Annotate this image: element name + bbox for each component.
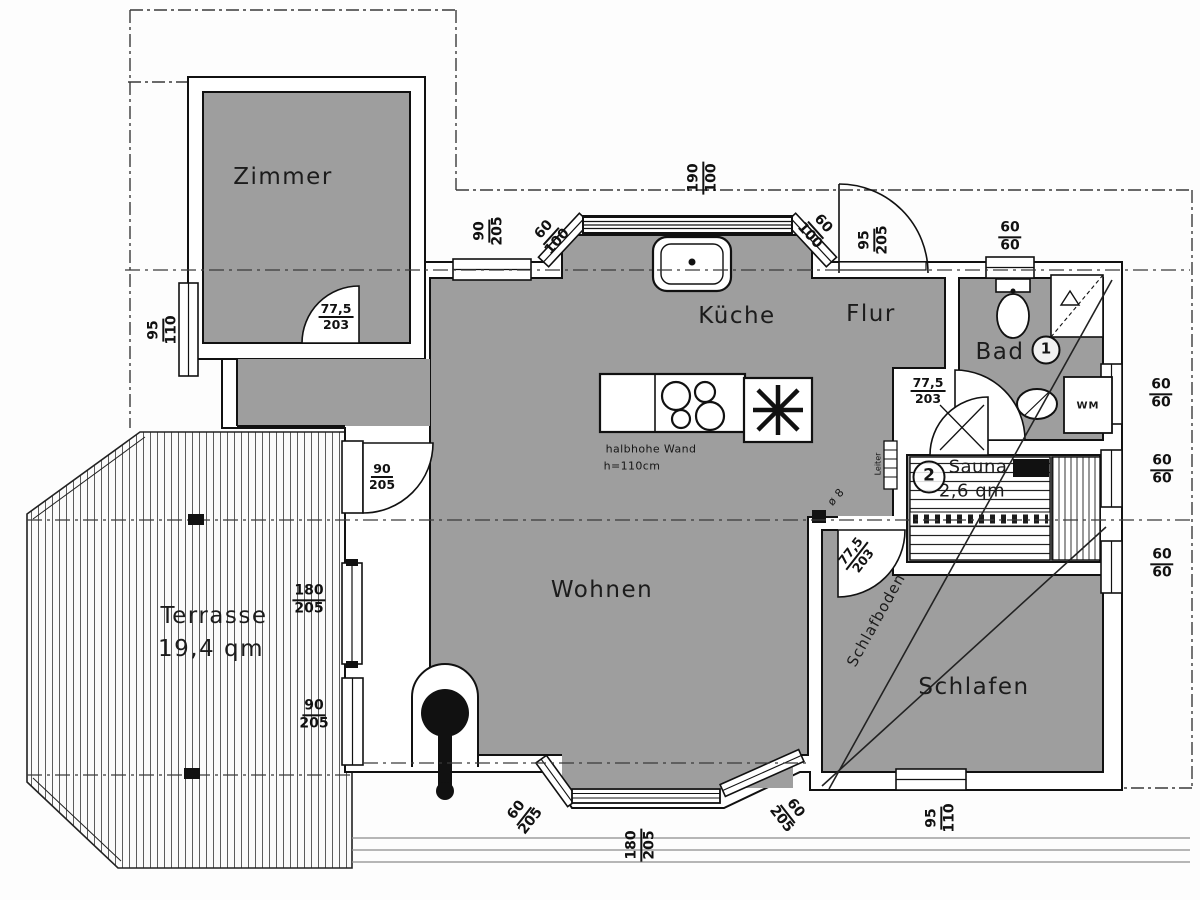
openings	[178, 183, 1123, 808]
floor-zimmer	[202, 91, 411, 344]
leiter-label: Leiter	[873, 452, 883, 476]
shower-tray	[1050, 274, 1104, 338]
floor-nook	[237, 359, 430, 426]
deck-strip	[352, 837, 1190, 863]
room-label-wohnen: Wohnen	[550, 577, 654, 603]
cooktop-burner	[693, 380, 717, 404]
shower-icon	[1059, 289, 1081, 306]
stove-star-icon	[753, 385, 803, 435]
fixtures	[411, 235, 1113, 800]
cooktop-burner	[694, 400, 726, 432]
ladder-icon	[883, 440, 898, 490]
washing-machine-label: WM	[1076, 400, 1100, 412]
sauna-stove	[1013, 459, 1049, 477]
terrasse-area-label: 19,4 qm	[157, 636, 265, 662]
circled-number-1: 1	[1031, 335, 1061, 365]
room-label-terrasse: Terrasse	[160, 603, 268, 629]
half-wall-note-2: h=110cm	[603, 459, 661, 473]
toilet-icon	[996, 293, 1030, 339]
room-label-bad: Bad	[975, 339, 1025, 365]
faucet-dot	[688, 258, 696, 266]
roof-outline	[128, 9, 1193, 789]
room-label-flur: Flur	[846, 301, 896, 327]
cooktop-burner	[660, 380, 692, 412]
internal-doors	[812, 369, 1026, 598]
cooktop-burner	[670, 408, 692, 430]
axis-markers	[184, 514, 204, 779]
nook-walls	[236, 359, 345, 427]
room-label-zimmer: Zimmer	[233, 164, 333, 190]
washing-machine	[1063, 376, 1113, 434]
half-wall-note-1: halbhohe Wand	[605, 442, 697, 456]
sauna-area-label: 2,6 qm	[938, 480, 1006, 502]
schlafboden-lines	[821, 279, 1113, 790]
room-label-kueche: Küche	[698, 303, 776, 329]
circled-number-2: 2	[912, 460, 946, 494]
wood-stove	[421, 689, 469, 737]
room-label-schlafen: Schlafen	[918, 674, 1030, 700]
room-label-sauna: Sauna	[948, 456, 1008, 478]
